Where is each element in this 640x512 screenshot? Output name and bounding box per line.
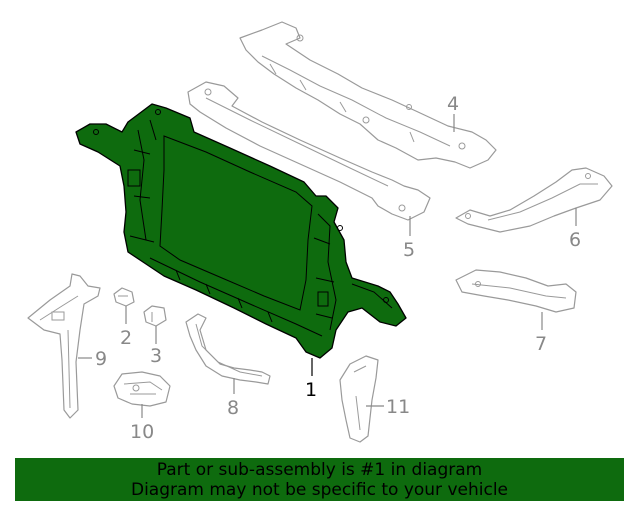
notice-line-2: Diagram may not be specific to your vehi… xyxy=(130,480,508,500)
part-5-lock-support xyxy=(187,81,431,221)
part-3-seal xyxy=(143,305,167,327)
part-8-cable xyxy=(185,313,271,385)
part-6-side-bracket xyxy=(455,167,613,233)
leader-lines xyxy=(78,114,577,418)
diagram-notice-banner: Part or sub-assembly is #1 in diagram Di… xyxy=(15,458,624,501)
callout-9: 9 xyxy=(95,348,107,370)
notice-line-1: Part or sub-assembly is #1 in diagram xyxy=(156,460,483,480)
callout-4: 4 xyxy=(447,93,459,115)
part-7-lower-bracket xyxy=(455,269,577,313)
callout-8: 8 xyxy=(227,397,239,419)
part-10-latch xyxy=(113,371,171,407)
callout-10: 10 xyxy=(130,421,154,443)
callout-11: 11 xyxy=(386,396,410,418)
part-1-radiator-support xyxy=(75,103,407,359)
callout-3: 3 xyxy=(150,345,162,367)
part-11-deflector xyxy=(339,355,379,443)
callout-6: 6 xyxy=(569,229,581,251)
callout-7: 7 xyxy=(535,333,547,355)
callout-5: 5 xyxy=(403,239,415,261)
part-2-clip xyxy=(113,287,135,307)
callout-2: 2 xyxy=(120,327,132,349)
part-9-air-guide xyxy=(27,273,101,419)
callout-1: 1 xyxy=(305,379,317,401)
part-4-upper-tie-bar xyxy=(239,21,497,169)
